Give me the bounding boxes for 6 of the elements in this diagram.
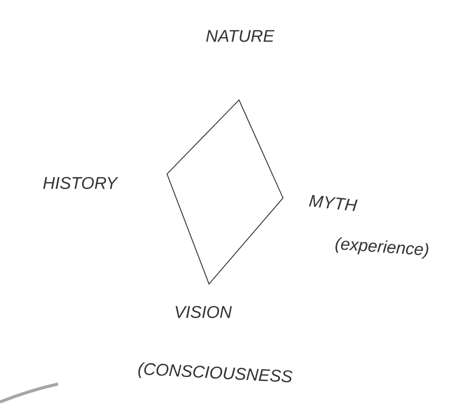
handwritten-label: NATURE — [206, 30, 274, 42]
handwritten-label: HISTORY — [43, 176, 118, 190]
handwritten-label: VISION — [176, 306, 232, 318]
handwritten-label: (experience) — [336, 237, 428, 259]
handwritten-label: MYTH — [308, 194, 358, 212]
handwritten-label: (CONSCIOUSNESS — [138, 362, 292, 382]
